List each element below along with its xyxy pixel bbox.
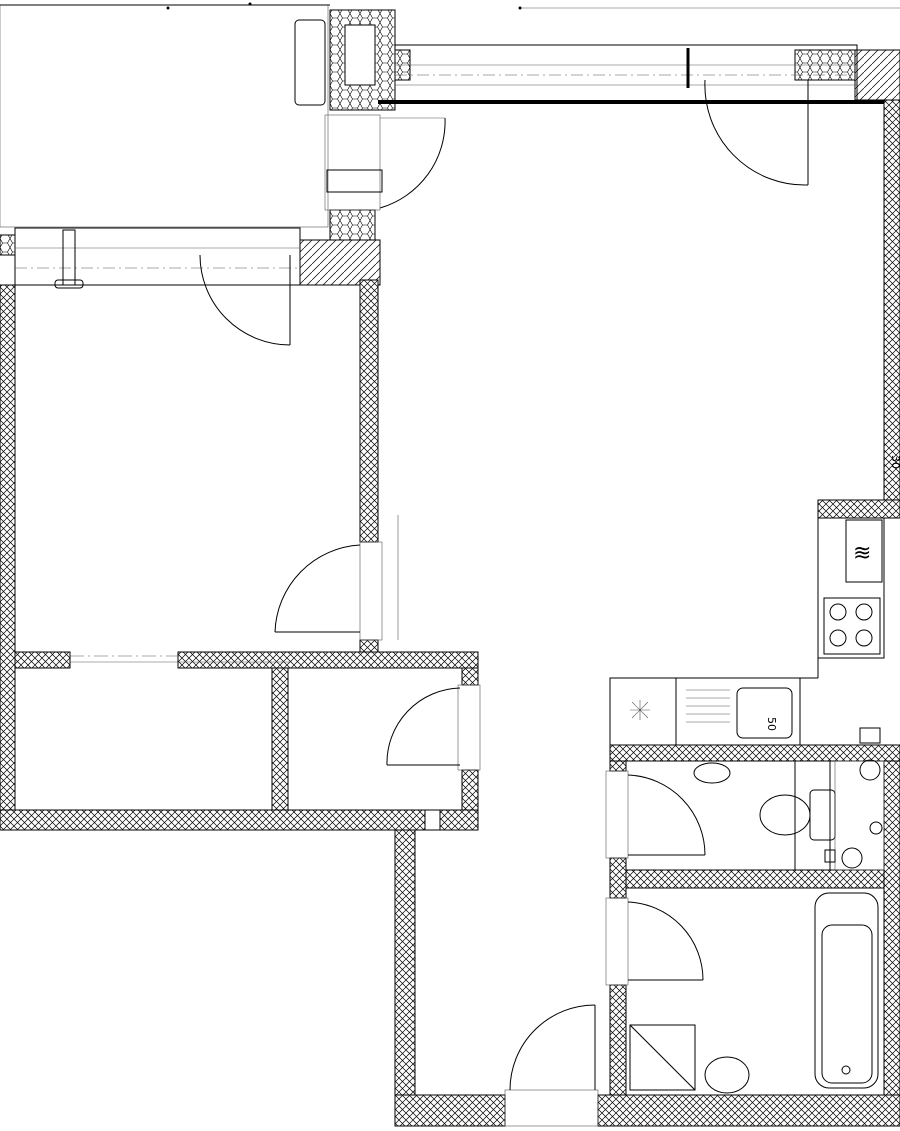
walls — [0, 99, 900, 1127]
bathroom — [629, 892, 879, 1094]
balcony — [0, 2, 900, 228]
window-left — [14, 227, 301, 289]
doors — [70, 79, 809, 1127]
washbasin — [704, 1056, 750, 1094]
window-top — [394, 44, 858, 104]
bathtub — [814, 892, 879, 1089]
insulated-walls — [0, 9, 900, 286]
wc — [693, 759, 885, 871]
microwave-label: ≋ — [853, 541, 871, 566]
dimension-mark: 30 — [889, 455, 900, 469]
kitchen: ≋ 50 — [609, 517, 885, 746]
hob — [823, 597, 881, 655]
boiler-label: 50 — [765, 717, 778, 731]
shower-tray — [629, 1024, 696, 1091]
sink — [686, 687, 793, 739]
toilet — [759, 794, 811, 836]
